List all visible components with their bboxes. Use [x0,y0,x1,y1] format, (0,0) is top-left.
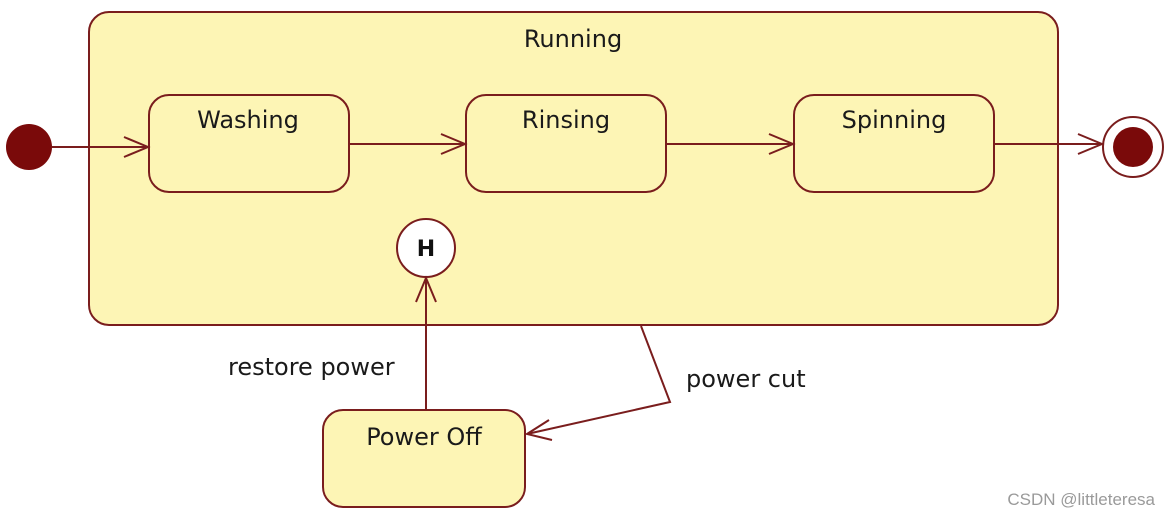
restore-power-label: restore power [228,353,395,381]
spinning-state-label: Spinning [842,106,947,134]
transition-power-cut [526,325,672,435]
arrowhead-power-off [524,419,553,441]
arrowhead-spinning [768,133,796,155]
running-state-label: Running [524,25,622,53]
rinsing-state-label: Rinsing [522,106,610,134]
final-state-node [1113,127,1153,167]
power-off-state-label: Power Off [366,423,482,451]
arrowhead-history [415,275,437,303]
csdn-watermark: CSDN @littleteresa [1007,490,1155,509]
history-state-label: H [417,237,435,262]
washing-state-label: Washing [197,106,299,134]
arrowhead-rinsing [440,133,468,155]
power-cut-label: power cut [686,365,806,393]
arrowhead-washing [123,136,151,158]
power-off-state [322,409,526,508]
initial-state-node [6,124,52,170]
arrowhead-final [1077,133,1105,155]
